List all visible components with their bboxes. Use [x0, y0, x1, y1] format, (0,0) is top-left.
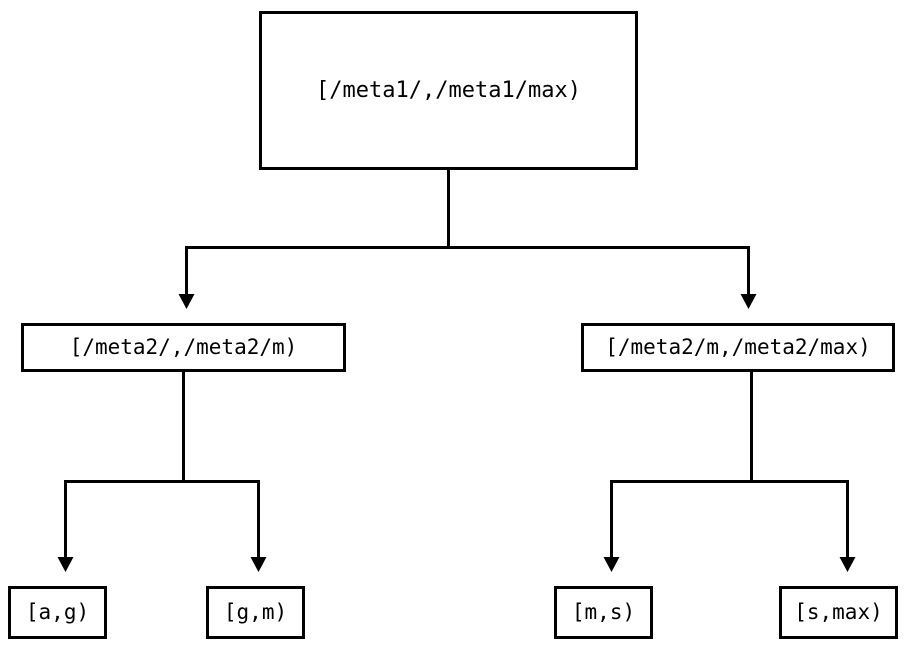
tree-node-root-label: [/meta1/,/meta1/max) — [316, 77, 581, 103]
arrowhead-midleft-to-leaf1 — [250, 557, 267, 572]
tree-node-root[interactable]: [/meta1/,/meta1/max) — [259, 11, 638, 170]
edge-midright-to-leaves-group — [603, 372, 856, 572]
tree-node-leaf-3[interactable]: [s,max) — [779, 586, 898, 639]
tree-node-mid-right[interactable]: [/meta2/m,/meta2/max) — [581, 323, 895, 372]
tree-node-leaf-2-label: [m,s) — [571, 600, 636, 624]
arrowhead-root-to-mid-left — [178, 294, 195, 309]
arrowhead-midright-to-leaf3 — [839, 557, 856, 572]
tree-node-leaf-1[interactable]: [g,m) — [206, 586, 305, 639]
edge-midleft-to-leaves-group — [57, 372, 267, 572]
tree-node-mid-left-label: [/meta2/,/meta2/m) — [69, 335, 298, 359]
arrowhead-midright-to-leaf2 — [603, 557, 620, 572]
tree-node-mid-left[interactable]: [/meta2/,/meta2/m) — [21, 323, 346, 372]
tree-node-mid-right-label: [/meta2/m,/meta2/max) — [605, 335, 871, 359]
tree-node-leaf-2[interactable]: [m,s) — [554, 586, 653, 639]
tree-node-leaf-3-label: [s,max) — [794, 600, 883, 624]
tree-node-leaf-0[interactable]: [a,g) — [8, 586, 107, 639]
tree-node-leaf-0-label: [a,g) — [25, 600, 90, 624]
arrowhead-midleft-to-leaf0 — [57, 557, 74, 572]
arrowhead-root-to-mid-right — [740, 294, 757, 309]
edge-root-to-mid-group — [178, 170, 757, 309]
tree-node-leaf-1-label: [g,m) — [223, 600, 288, 624]
